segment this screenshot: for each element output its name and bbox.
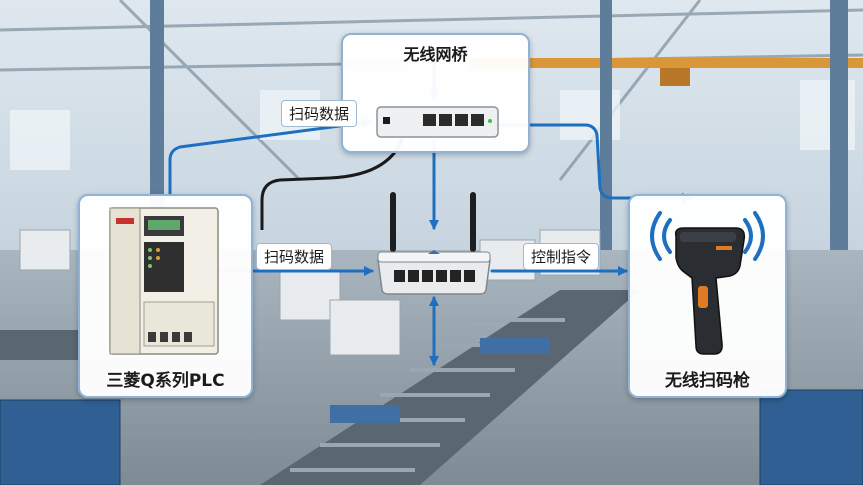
plc-title: 三菱Q系列PLC: [106, 371, 225, 391]
edge-label-plc-scan-data: 扫码数据: [256, 243, 333, 270]
scanner-card[interactable]: 无线扫码枪: [628, 194, 787, 398]
scanner-title: 无线扫码枪: [665, 371, 750, 391]
wifi-signal-icon: [650, 211, 765, 261]
edge-label-control-command: 控制指令: [523, 243, 600, 270]
router-device: [377, 192, 491, 295]
antenna-icon: [390, 192, 476, 252]
ethernet-port-icon: [423, 114, 484, 126]
bridge-card[interactable]: 无线网桥: [341, 33, 530, 153]
bridge-title: 无线网桥: [403, 45, 468, 64]
arrow-plc-to-bridge: [168, 118, 372, 196]
bridge-device: [376, 106, 499, 138]
plc-device: [109, 207, 219, 355]
ethernet-port-icon: [394, 270, 475, 282]
plc-card[interactable]: 三菱Q系列PLC: [78, 194, 253, 398]
arrow-bridge-to-scanner: [498, 123, 692, 203]
scanner-device: [674, 227, 746, 355]
edge-label-bridge-scan-data: 扫码数据: [281, 100, 358, 127]
